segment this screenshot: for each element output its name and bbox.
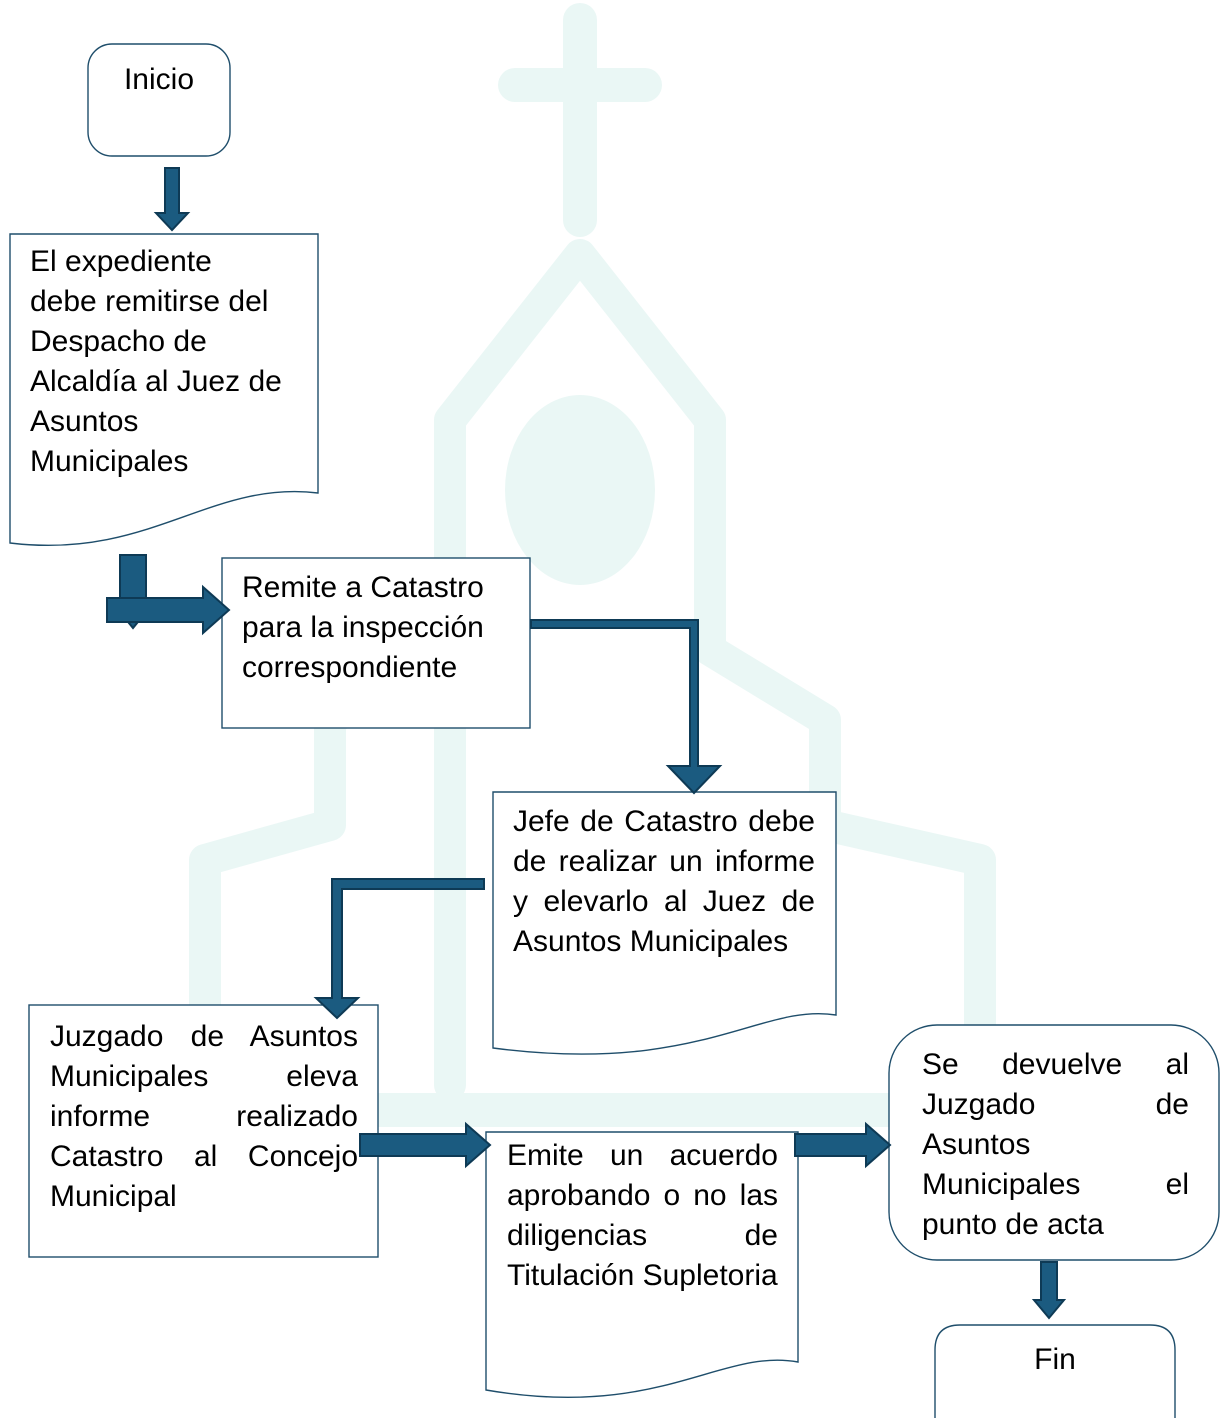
expediente-line: Alcaldía al Juez de (30, 365, 282, 398)
arrow-juzgado-to-acuerdo (359, 1121, 492, 1169)
arrow-jefe-to-juzgado (313, 878, 485, 1020)
expediente-line: Despacho de (30, 325, 207, 358)
expediente-line: Municipales (30, 445, 189, 478)
acuerdo-label: Emite un acuerdo aprobando o no las dili… (507, 1139, 778, 1292)
expediente-line: El expediente (30, 245, 212, 278)
expediente-label: El expediente debe remitirse del Despach… (30, 242, 316, 482)
end-terminal (934, 1324, 1176, 1418)
expediente-line: debe remitirse del (30, 285, 269, 318)
expediente-line: Asuntos (30, 405, 139, 438)
catastro-line: correspondiente (242, 651, 458, 684)
juzgado-process-box (28, 1004, 379, 1258)
arrow-catastro-to-jefe (530, 619, 723, 795)
jefe-label: Jefe de Catastro debe de realizar un inf… (513, 805, 815, 958)
catastro-label: Remite a Catastro para la inspección cor… (242, 568, 526, 688)
arrow-devuelve-to-end (1031, 1261, 1067, 1320)
start-terminal (87, 43, 231, 157)
catastro-line: para la inspección (242, 611, 484, 644)
start-label: Inicio (123, 63, 195, 96)
arrow-acuerdo-to-devuelve (794, 1121, 892, 1169)
jefe-document-shape (492, 791, 837, 1055)
end-label: Fin (1034, 1343, 1076, 1376)
catastro-process-box (221, 557, 531, 729)
acuerdo-document-shape (485, 1131, 799, 1399)
arrow-start-to-expediente (153, 167, 191, 232)
juzgado-label: Juzgado de Asuntos Municipales eleva inf… (50, 1020, 358, 1213)
devuelve-terminal (888, 1024, 1220, 1261)
expediente-document-shape (9, 233, 319, 547)
catastro-line: Remite a Catastro (242, 571, 484, 604)
devuelve-label: Se devuelve al Juzgado de Asuntos Munici… (922, 1048, 1189, 1241)
arrow-expediente-to-catastro (106, 584, 231, 636)
